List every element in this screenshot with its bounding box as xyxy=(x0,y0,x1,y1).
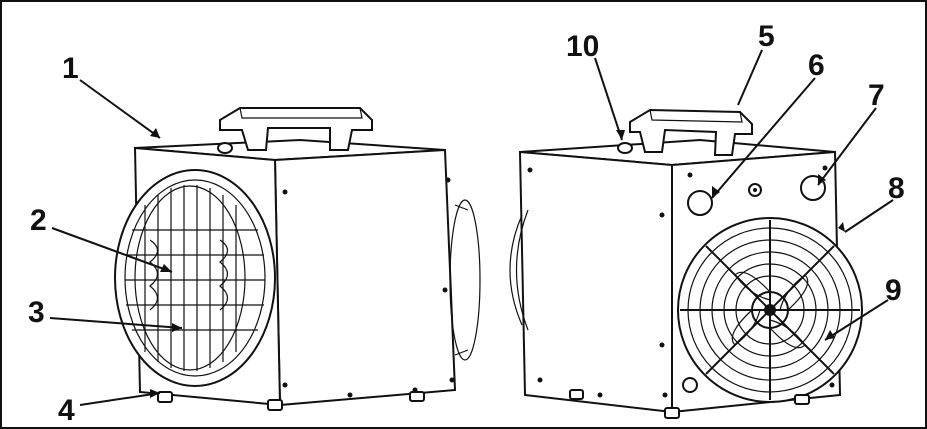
callout-8: 8 xyxy=(888,172,905,205)
right-heater-screws xyxy=(527,165,835,398)
leader-2 xyxy=(51,227,173,273)
callout-1: 1 xyxy=(62,52,79,85)
callout-3: 3 xyxy=(28,296,45,329)
left-heater xyxy=(114,107,481,411)
left-heater-front-grille xyxy=(114,169,276,387)
leader-10 xyxy=(594,57,623,141)
leader-1 xyxy=(79,79,161,139)
callout-7: 7 xyxy=(868,79,885,112)
left-heater-side xyxy=(273,148,457,407)
right-heater-side xyxy=(518,150,673,414)
callout-5: 5 xyxy=(758,20,775,53)
callout-9: 9 xyxy=(885,274,902,307)
right-heater-grommet xyxy=(682,377,698,393)
left-heater-feet xyxy=(157,391,425,411)
callout-labels: 1 2 3 4 5 6 7 8 9 10 xyxy=(28,20,905,427)
leader-4 xyxy=(79,392,161,406)
left-heater-handle xyxy=(219,107,373,151)
left-heater-screws xyxy=(282,177,455,398)
callout-4: 4 xyxy=(58,394,75,427)
leader-6 xyxy=(711,77,816,199)
right-heater-top-knob xyxy=(617,142,633,154)
leader-9 xyxy=(824,299,889,341)
leader-8 xyxy=(844,199,894,233)
right-heater-fan-grille xyxy=(677,217,863,403)
left-heater-top-knob xyxy=(217,142,233,154)
right-heater-handle xyxy=(629,108,753,156)
callout-2: 2 xyxy=(30,204,47,237)
right-heater-feet xyxy=(569,389,810,419)
left-heater-rear-grille xyxy=(449,199,481,361)
callout-10: 10 xyxy=(566,30,599,63)
leader-lines xyxy=(49,49,894,406)
leader-3 xyxy=(49,317,183,329)
callout-6: 6 xyxy=(808,49,825,82)
leader-arrowheads xyxy=(150,128,845,398)
leader-7 xyxy=(817,107,877,186)
right-heater-knob-left xyxy=(687,190,713,216)
leader-5 xyxy=(737,49,763,106)
right-heater xyxy=(509,108,863,419)
right-heater-front-grille-edge xyxy=(515,209,529,331)
